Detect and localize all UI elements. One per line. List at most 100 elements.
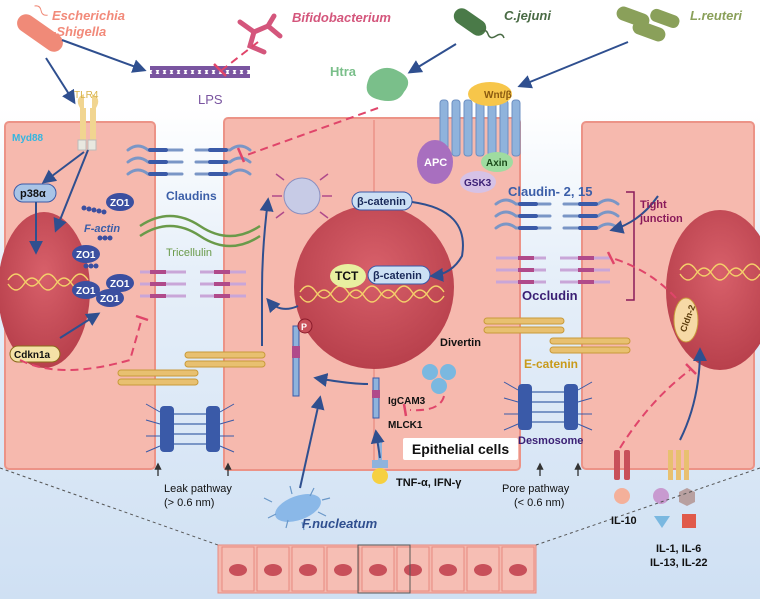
htra-protein (366, 67, 409, 101)
lps-unit (214, 69, 220, 75)
fnucleatum-bacterium (263, 485, 331, 531)
label-leak-size: (> 0.6 nm) (164, 497, 214, 509)
lps-unit (235, 69, 241, 75)
strip-cell (291, 546, 325, 592)
label-lreuteri: L.reuteri (690, 8, 742, 23)
cldn2-node (673, 297, 699, 343)
label-il10: IL-10 (611, 515, 637, 527)
strip-nucleus (229, 564, 247, 576)
il-cytokine-square (682, 514, 696, 528)
zoom-highlight (357, 544, 411, 594)
phosphorylated-protein (292, 318, 313, 397)
label-fnucleatum: F.nucleatum (302, 516, 378, 531)
zoom-lines (0, 467, 760, 546)
tnf-receptor (372, 440, 388, 484)
strip-nucleus (334, 564, 352, 576)
il-receptor (668, 450, 689, 480)
lps-unit (242, 69, 248, 75)
desmosome-left (145, 403, 235, 453)
wnt-ligand (468, 82, 512, 106)
divertin-molecule (422, 364, 456, 394)
escherichia-bacterium (17, 5, 63, 52)
activation-arrows (29, 39, 707, 489)
label-zo1-d: ZO1 (110, 279, 130, 290)
lps-unit (172, 69, 178, 75)
label-tnf: TNF-α, IFN-γ (396, 477, 462, 489)
frizzled-receptor (439, 99, 521, 157)
igcam3-mlck1-stack (372, 377, 380, 419)
lps-unit (151, 69, 157, 75)
strip-nucleus (299, 564, 317, 576)
occludin-strands-left (140, 270, 246, 298)
lps-unit (186, 69, 192, 75)
strip-nucleus (264, 564, 282, 576)
inhibition-bars (135, 63, 697, 417)
cdkn1a-node (9, 345, 61, 363)
label-tct: TCT (335, 269, 359, 283)
label-zo1-c: ZO1 (76, 286, 96, 297)
il-cytokine-circle (653, 488, 669, 504)
epithelial-cells-label: Epithelial cells (403, 438, 518, 460)
label-claudin215: Claudin- 2, 15 (508, 184, 593, 199)
label-myd88: Myd88 (12, 133, 44, 144)
lps-unit (200, 69, 206, 75)
label-tlr4: TLR4 (74, 90, 99, 101)
label-divertin: Divertin (440, 337, 481, 349)
lps-unit (179, 69, 185, 75)
strip-nucleus (369, 564, 387, 576)
lps-chain (150, 66, 250, 78)
lps-unit (165, 69, 171, 75)
dna-helices (7, 263, 760, 303)
label-claudins: Claudins (166, 189, 217, 203)
label-wnt: Wnt/β (484, 90, 512, 101)
label-lps: LPS (198, 92, 223, 107)
label-bcatenin-nuclear: β-catenin (373, 270, 422, 282)
strip-nucleus (439, 564, 457, 576)
label-bcatenin-top: β-catenin (357, 196, 406, 208)
strip-nucleus (509, 564, 527, 576)
label-bifidobacterium: Bifidobacterium (292, 10, 391, 25)
gsk3-protein (460, 171, 496, 193)
label-zo1-e: ZO1 (100, 294, 120, 305)
label-pore-pathway: Pore pathway (502, 483, 570, 495)
label-htra: Htra (330, 64, 357, 79)
label-mlck1: MLCK1 (388, 420, 423, 431)
occludin-strands-right (496, 256, 610, 284)
label-leak-pathway: Leak pathway (164, 483, 232, 495)
epithelial-strip (217, 544, 537, 594)
claudin-strands-right (494, 198, 620, 230)
label-cjejuni: C.jejuni (504, 8, 551, 23)
bcatenin-node-top (351, 191, 413, 211)
strip-nucleus (474, 564, 492, 576)
label-ecatenin: E-catenin (524, 357, 578, 371)
tight-junction-bracket (626, 191, 635, 301)
label-occludin: Occludin (522, 288, 578, 303)
lreuteri-bacterium (616, 6, 680, 42)
label-desmosome: Desmosome (518, 435, 583, 447)
label-factin: F-actin (84, 223, 120, 235)
label-p: P (301, 322, 307, 332)
label-axin: Axin (486, 158, 508, 169)
lps-unit (193, 69, 199, 75)
pathway-arrows (154, 462, 582, 476)
apc-protein (417, 140, 453, 184)
cjejuni-bacterium (453, 8, 505, 39)
proteasome (272, 173, 332, 219)
bifidobacterium-bacterium (237, 13, 283, 55)
claudin-strands-left (126, 144, 252, 176)
strip-nucleus (404, 564, 422, 576)
il10-receptor (614, 450, 630, 504)
label-apc: APC (424, 157, 447, 169)
label-gsk3: GSK3 (464, 178, 492, 189)
tlr4-receptor (77, 94, 99, 151)
label-pore-size: (< 0.6 nm) (514, 497, 564, 509)
label-igcam3: IgCAM3 (388, 396, 426, 407)
lps-unit (158, 69, 164, 75)
f-actin-filaments (81, 205, 113, 269)
adherens-bars-right (483, 317, 631, 354)
zo1-proteins (72, 193, 134, 307)
label-escherichia: Escherichia-Shigella (52, 8, 125, 39)
axin-protein (481, 152, 513, 172)
